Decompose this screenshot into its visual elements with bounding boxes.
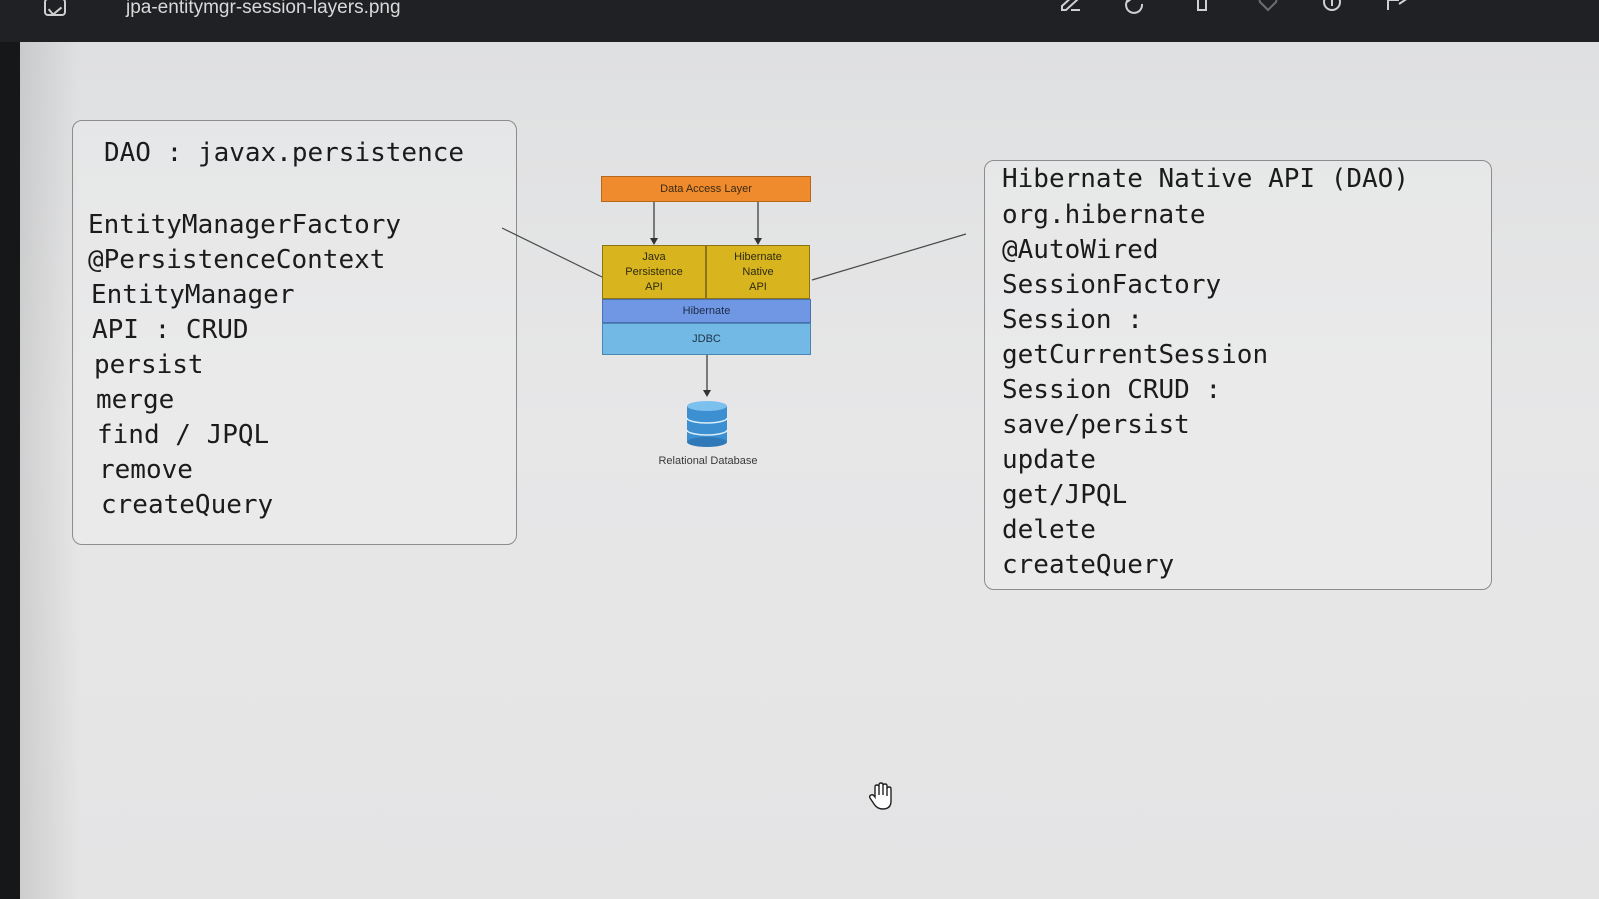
favorite-icon[interactable]: [1256, 0, 1280, 14]
list-item: @AutoWired: [1002, 235, 1159, 265]
window-title: jpa-entitymgr-session-layers.png: [126, 0, 401, 18]
list-item: delete: [1002, 515, 1096, 545]
list-item: createQuery: [101, 490, 274, 520]
edit-icon[interactable]: [1059, 0, 1083, 14]
list-item: Session CRUD :: [1002, 375, 1222, 405]
photos-app-icon: [44, 0, 66, 16]
hand-cursor-icon: [868, 782, 892, 810]
hibernate-panel: [984, 160, 1492, 590]
architecture-diagram: Data Access Layer Java Persistence API H…: [500, 170, 970, 480]
delete-icon[interactable]: [1190, 0, 1214, 14]
list-item: persist: [94, 350, 204, 380]
list-item: update: [1002, 445, 1096, 475]
list-item: find / JPQL: [97, 420, 270, 450]
list-item: org.hibernate: [1002, 200, 1206, 230]
hibernate-native-api-box: Hibernate Native API: [706, 245, 810, 299]
jpa-panel: [72, 120, 517, 545]
image-canvas[interactable]: DAO : javax.persistence EntityManagerFac…: [20, 42, 1599, 899]
jpa-box: Java Persistence API: [602, 245, 706, 299]
hibernate-api-list: org.hibernate @AutoWired SessionFactory …: [1002, 198, 1268, 583]
more-icon[interactable]: [1450, 0, 1474, 14]
list-item: SessionFactory: [1002, 270, 1222, 300]
data-access-layer-box: Data Access Layer: [601, 176, 811, 202]
list-item: remove: [99, 455, 193, 485]
list-item: get/JPQL: [1002, 480, 1128, 510]
database-icon: [686, 401, 728, 447]
list-item: Session :: [1002, 305, 1143, 335]
info-icon[interactable]: [1320, 0, 1344, 14]
share-icon[interactable]: [1385, 0, 1409, 14]
list-item: EntityManager: [91, 280, 295, 310]
list-item: createQuery: [1002, 550, 1175, 580]
list-item: getCurrentSession: [1002, 340, 1269, 370]
list-item: merge: [96, 385, 175, 415]
database-label: Relational Database: [658, 455, 758, 467]
rotate-icon[interactable]: [1124, 0, 1148, 14]
list-item: EntityManagerFactory: [88, 210, 402, 240]
list-item: save/persist: [1002, 410, 1190, 440]
jpa-panel-title: DAO : javax.persistence: [104, 138, 465, 168]
jpa-api-list: EntityManagerFactory @PersistenceContext…: [88, 208, 401, 523]
hibernate-panel-title: Hibernate Native API (DAO): [1002, 164, 1409, 194]
title-bar: jpa-entitymgr-session-layers.png: [0, 0, 1599, 42]
list-item: @PersistenceContext: [88, 245, 386, 275]
list-item: API : CRUD: [92, 315, 249, 345]
hibernate-box: Hibernate: [602, 299, 811, 323]
jdbc-box: JDBC: [602, 323, 811, 355]
monitor-bezel: [0, 42, 20, 899]
